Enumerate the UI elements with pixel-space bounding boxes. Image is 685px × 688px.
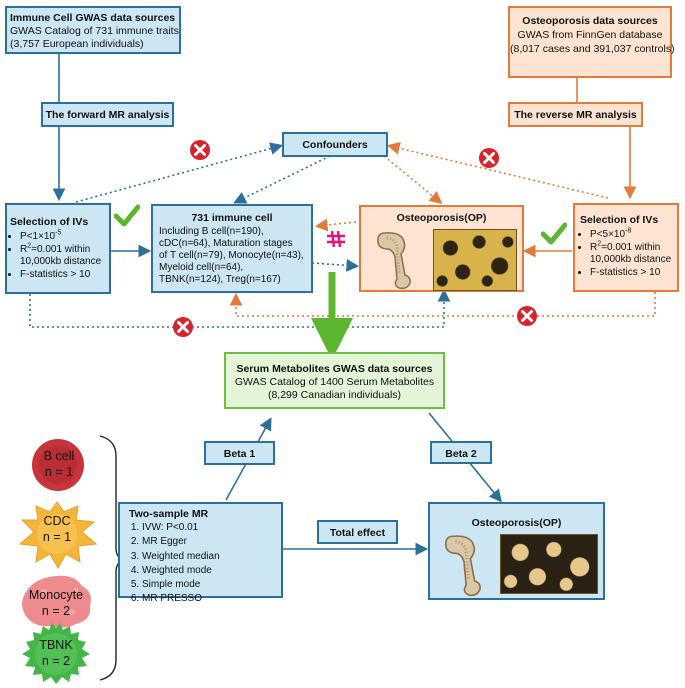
cell-name-tbnk: TBNK bbox=[39, 638, 73, 652]
confounders-to-op-orange bbox=[383, 155, 443, 205]
cross-reject-icon bbox=[517, 306, 537, 326]
trabecular-bone-icon bbox=[500, 534, 598, 594]
immune-cell-line-3: Myeloid cell(n=64), bbox=[159, 262, 244, 273]
ivs-left-box: Selection of IVs P<1×10-5 R2=0.001 withi… bbox=[5, 203, 111, 294]
reverse-mr-label: The reverse MR analysis bbox=[514, 109, 637, 121]
immune-source-title: Immune Cell GWAS data sources bbox=[10, 12, 176, 24]
immune-source-line2: (3,757 European individuals) bbox=[10, 38, 144, 50]
trabecular-bone-icon bbox=[433, 229, 517, 291]
confounders-box: Confounders bbox=[282, 132, 388, 157]
cross-reject-icon bbox=[173, 317, 193, 337]
beta2-label: Beta 2 bbox=[445, 448, 477, 460]
bottom-blue-dotted bbox=[29, 288, 451, 328]
mr-method-list: IVW: P<0.01 MR Egger Weighted median Wei… bbox=[120, 521, 220, 607]
ivs-to-confounders-orange bbox=[386, 142, 609, 199]
immune-cell-box: 731 immune cell Including B cell(n=190),… bbox=[151, 204, 313, 293]
tbnk-cell-icon bbox=[22, 623, 90, 684]
immune-to-op-dotted bbox=[311, 258, 360, 272]
immune-cell-line-0: Including B cell(n=190), bbox=[159, 226, 264, 237]
op-source-box: Osteoporosis data sources GWAS from Finn… bbox=[508, 6, 675, 78]
op-bottom-title: Osteoporosis(OP) bbox=[471, 517, 562, 529]
op-source-line2: (8,017 cases and 391,037 controls) bbox=[510, 43, 675, 55]
mr-method-item: Weighted mode bbox=[142, 564, 220, 578]
immune-cell-line-2: of T cell(n=79), Monocyte(n=43), bbox=[159, 250, 304, 261]
immune-source-line1: GWAS Catalog of 731 immune traits bbox=[10, 25, 179, 37]
op-bottom-box: Osteoporosis(OP) bbox=[428, 502, 605, 600]
mr-method-item: Simple mode bbox=[142, 578, 220, 592]
check-icon bbox=[541, 222, 567, 245]
cell-count-cdc: n = 1 bbox=[42, 530, 72, 544]
femur-icon bbox=[377, 232, 411, 290]
op-top-title: Osteoporosis(OP) bbox=[396, 212, 487, 224]
ivs-right-box: Selection of IVs P<5×10-8 R2=0.001 withi… bbox=[573, 203, 679, 292]
beta1-box: Beta 1 bbox=[204, 441, 275, 465]
cdc-cell-icon bbox=[18, 501, 98, 570]
serum-line1: GWAS Catalog of 1400 Serum Metabolites bbox=[234, 376, 435, 388]
b-cell-icon bbox=[32, 439, 84, 491]
beta2-box: Beta 2 bbox=[430, 441, 492, 464]
ivs-right-title: Selection of IVs bbox=[580, 214, 659, 226]
total-effect-label: Total effect bbox=[329, 527, 386, 539]
cell-count-tbnk: n = 2 bbox=[41, 654, 71, 668]
op-source-line1: GWAS from FinnGen database bbox=[517, 29, 663, 41]
bottom-orange-dotted bbox=[229, 292, 656, 317]
cell-count-monocyte: n = 2 bbox=[41, 604, 71, 618]
cross-reject-icon bbox=[479, 148, 499, 168]
forward-mr-box: The forward MR analysis bbox=[41, 102, 174, 127]
confounders-to-immune-dotted bbox=[233, 155, 331, 204]
cell-count-b: n = 1 bbox=[44, 465, 74, 479]
cell-name-cdc: CDC bbox=[43, 514, 71, 528]
mr-method-item: MR Egger bbox=[142, 535, 220, 549]
two-sample-mr-title: Two-sample MR bbox=[129, 508, 209, 520]
serum-title: Serum Metabolites GWAS data sources bbox=[236, 363, 433, 375]
cell-name-b: B cell bbox=[43, 449, 75, 463]
reverse-mr-box: The reverse MR analysis bbox=[508, 102, 643, 127]
mr-method-item: Weighted median bbox=[142, 550, 220, 564]
mr-method-item: MR PRESSO bbox=[142, 592, 220, 606]
op-to-immune-orange bbox=[314, 218, 357, 232]
ivs-left-p: P<1×10-5 bbox=[20, 230, 101, 244]
ivs-to-confounders-dotted bbox=[75, 142, 284, 203]
ivs-right-p: P<5×10-8 bbox=[590, 228, 671, 242]
forward-mr-label: The forward MR analysis bbox=[45, 109, 170, 121]
ivs-left-title: Selection of IVs bbox=[10, 216, 89, 228]
serum-box: Serum Metabolites GWAS data sources GWAS… bbox=[224, 352, 445, 409]
ivs-left-f: F-statistics > 10 bbox=[20, 269, 101, 282]
immune-cell-title: 731 immune cell bbox=[191, 212, 273, 224]
cell-name-monocyte: Monocyte bbox=[28, 588, 84, 602]
monocyte-cell-icon bbox=[22, 575, 91, 628]
confounders-label: Confounders bbox=[302, 139, 368, 151]
immune-cell-line-4: TBNK(n=124), Treg(n=167) bbox=[159, 274, 281, 285]
two-sample-mr-box: Two-sample MR IVW: P<0.01 MR Egger Weigh… bbox=[118, 502, 283, 604]
op-top-box: Osteoporosis(OP) bbox=[359, 205, 524, 292]
cross-reject-icon bbox=[190, 140, 210, 160]
total-effect-box: Total effect bbox=[317, 520, 398, 544]
check-icon bbox=[114, 204, 140, 227]
immune-source-box: Immune Cell GWAS data sources GWAS Catal… bbox=[5, 6, 181, 54]
femur-icon bbox=[444, 535, 481, 597]
not-equal-icon bbox=[327, 230, 345, 248]
immune-cell-line-1: cDC(n=64), Maturation stages bbox=[159, 238, 293, 249]
beta1-label: Beta 1 bbox=[223, 448, 256, 460]
op-source-title: Osteoporosis data sources bbox=[522, 15, 658, 27]
ivs-right-f: F-statistics > 10 bbox=[590, 267, 671, 280]
mr-method-item: IVW: P<0.01 bbox=[142, 521, 220, 535]
serum-line2: (8,299 Canadian individuals) bbox=[267, 389, 402, 401]
